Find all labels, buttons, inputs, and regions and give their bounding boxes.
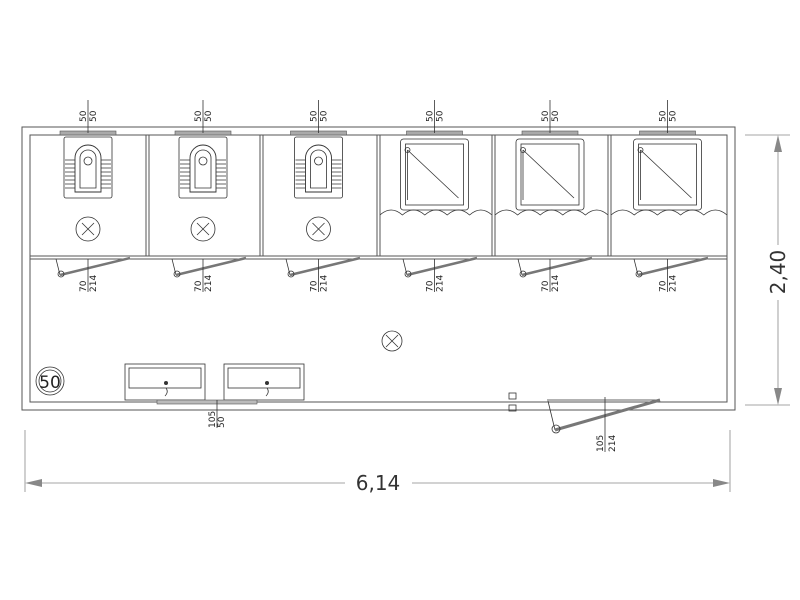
window-dim-bottom: 50 [669, 110, 679, 122]
sink-2 [223, 363, 305, 401]
window-dim-bottom: 50 [551, 110, 561, 122]
width-dimension: 6,14 [24, 430, 731, 495]
cubicle-door[interactable] [55, 256, 131, 278]
shower-tray-icon [610, 138, 728, 216]
window-dim-bottom: 50 [320, 110, 330, 122]
floor-drain-icon [75, 216, 101, 242]
height-dimension-label: 2,40 [766, 250, 790, 295]
shower-curtain [379, 209, 493, 216]
height-dimension: 2,40 [745, 134, 790, 406]
door-dim-top: 70 [541, 280, 551, 292]
cubicle-door[interactable] [402, 256, 478, 278]
outer-wall [21, 126, 736, 411]
window-dim-top: 50 [426, 110, 436, 122]
door-dim-bottom: 214 [204, 275, 214, 292]
window-dim-bottom: 50 [204, 110, 214, 122]
window-dim-bottom: 50 [89, 110, 99, 122]
window-dim-top: 50 [310, 110, 320, 122]
shower-tray-icon [494, 138, 609, 216]
sink-window [156, 399, 258, 405]
window-dim-bottom: 50 [436, 110, 446, 122]
cubicle-door[interactable] [285, 256, 361, 278]
shower-curtain [610, 209, 728, 216]
squat-toilet-icon [63, 136, 113, 199]
heater-label: 50 [39, 373, 61, 393]
shower-tray-icon [379, 138, 493, 216]
door-dim-bottom: 214 [436, 275, 446, 292]
entrance-door-dim-bottom: 214 [608, 435, 618, 452]
door-dim-bottom: 214 [320, 275, 330, 292]
inner-wall [29, 134, 728, 403]
sink-window-dim-bottom: 50 [217, 416, 227, 428]
door-dim-top: 70 [310, 280, 320, 292]
cubicle-door[interactable] [517, 256, 593, 278]
cubicle-door[interactable] [633, 256, 709, 278]
sink-window-dim-top: 105 [208, 411, 218, 428]
heater-icon: 50 [35, 366, 65, 396]
electrical-panel-icon [508, 392, 517, 400]
entrance-door [547, 398, 661, 434]
squat-toilet-icon [294, 136, 343, 199]
door-dim-top: 70 [426, 280, 436, 292]
door-dim-bottom: 214 [669, 275, 679, 292]
window-dim-top: 50 [79, 110, 89, 122]
door-dim-top: 70 [194, 280, 204, 292]
door-dim-top: 70 [79, 280, 89, 292]
window-dim-top: 50 [659, 110, 669, 122]
squat-toilet-icon [178, 136, 228, 199]
shower-curtain [494, 209, 609, 216]
window-dim-top: 50 [194, 110, 204, 122]
door-dim-top: 70 [659, 280, 669, 292]
door-dim-bottom: 214 [89, 275, 99, 292]
floor-drain-icon [306, 216, 331, 242]
floor-drain-icon [381, 330, 403, 352]
window-dim-top: 50 [541, 110, 551, 122]
cubicle-door[interactable] [171, 256, 247, 278]
width-dimension-label: 6,14 [356, 471, 401, 495]
floor-drain-icon [190, 216, 216, 242]
entrance-door-dim-top: 105 [596, 435, 606, 452]
door-dim-bottom: 214 [551, 275, 561, 292]
sink-1 [124, 363, 206, 401]
